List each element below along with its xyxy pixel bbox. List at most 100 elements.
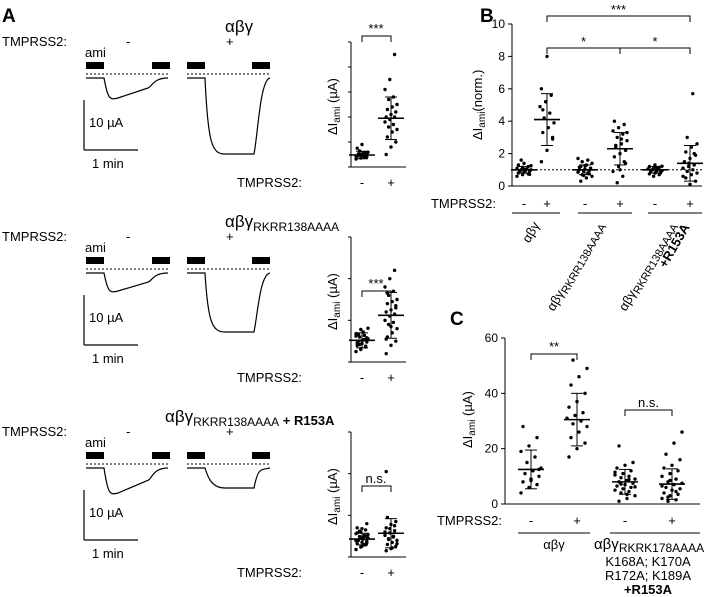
b-y-tick-label: 0 xyxy=(498,179,505,193)
c-significance-bracket xyxy=(624,409,673,416)
b-point xyxy=(538,104,542,109)
a2-point xyxy=(363,528,368,532)
ylabel-sub: ami xyxy=(332,107,343,123)
panel-b-letter: B xyxy=(480,6,494,27)
b-point xyxy=(692,151,696,156)
b-group-label: αβγ xyxy=(519,219,543,246)
b-xaxis-category: - xyxy=(653,196,657,211)
b-point xyxy=(577,165,582,170)
current-trace-tmprss2 xyxy=(187,77,271,155)
a0-point xyxy=(394,110,398,114)
y-axis-label: ΔIami (µA) xyxy=(325,273,343,330)
a1-point xyxy=(354,349,358,354)
ylabel-unit: (µA) xyxy=(325,468,340,496)
b-significance-label: * xyxy=(581,34,586,49)
a1-point xyxy=(388,276,392,281)
a2-point xyxy=(354,539,358,543)
a1-point xyxy=(389,343,393,348)
c-point xyxy=(527,485,531,490)
c-point xyxy=(660,484,664,488)
c-point xyxy=(664,485,668,490)
b-point xyxy=(579,179,583,183)
c-point xyxy=(617,444,621,448)
c-point xyxy=(535,435,539,440)
significance-bracket xyxy=(361,35,392,42)
c-point xyxy=(581,411,585,415)
b-point xyxy=(623,161,628,166)
c-point xyxy=(615,466,619,470)
a2-point xyxy=(363,534,368,538)
significance-bracket xyxy=(361,290,392,297)
b-point xyxy=(689,145,694,149)
panel-c-letter: C xyxy=(450,309,464,330)
a2-point xyxy=(365,541,369,545)
b-point xyxy=(684,150,688,154)
ami-application-bar xyxy=(252,452,270,459)
current-trace-tmprss2 xyxy=(187,467,271,489)
a0-point xyxy=(395,102,399,107)
a2-point xyxy=(354,547,358,552)
xaxis-tmprss2-label: TMPRSS2: xyxy=(237,565,302,580)
tmprss2-plus: + xyxy=(226,229,234,244)
a1-point xyxy=(395,326,399,331)
scale-time-label: 1 min xyxy=(92,156,124,171)
a0-point xyxy=(388,77,392,82)
c-point xyxy=(666,499,670,503)
b-point xyxy=(545,54,549,59)
b-significance-label: *** xyxy=(611,2,626,17)
b-point xyxy=(529,164,533,168)
a1-point xyxy=(383,285,387,289)
a1-point xyxy=(384,351,388,356)
c-point xyxy=(664,452,668,456)
a0-point xyxy=(386,97,391,102)
ylabel-unit: (µA) xyxy=(325,273,340,301)
c-point xyxy=(519,491,523,495)
b-point xyxy=(549,93,553,97)
c-point xyxy=(519,449,523,454)
c-point xyxy=(668,478,672,483)
a0-point xyxy=(394,140,398,144)
b-ylabel-main: ΔI xyxy=(470,128,485,140)
a1-point xyxy=(362,333,367,338)
b-significance-bracket xyxy=(619,47,691,54)
ylabel-main: ΔI xyxy=(325,513,340,525)
ami-label: ami xyxy=(85,45,106,60)
a0-point xyxy=(355,146,359,150)
c-point xyxy=(662,466,666,470)
c-point xyxy=(577,375,581,379)
b-point xyxy=(543,100,548,104)
c-point xyxy=(525,460,529,465)
y-axis-label: ΔIami (µA) xyxy=(325,78,343,135)
b-point xyxy=(539,160,544,164)
b-point xyxy=(615,181,619,185)
c-group2-sub: RKRK178AAAA xyxy=(619,541,704,555)
ylabel-unit: (µA) xyxy=(325,78,340,106)
c-point xyxy=(625,496,629,501)
c-point xyxy=(527,444,531,448)
a0-point xyxy=(365,155,369,159)
tmprss2-minus: - xyxy=(126,34,130,49)
scale-current-label: 10 µA xyxy=(89,310,124,325)
a0-point xyxy=(363,151,368,155)
b-point xyxy=(611,129,615,133)
c-xaxis-category: + xyxy=(573,513,581,528)
b-ylabel-sub: ami xyxy=(477,112,488,128)
c-point xyxy=(674,498,678,502)
b-significance-bracket xyxy=(546,15,691,22)
a2-point xyxy=(385,542,390,547)
a1-point xyxy=(384,310,388,314)
c-point xyxy=(660,496,664,501)
ylabel-sub: ami xyxy=(332,302,343,318)
a0-point xyxy=(385,107,390,112)
xaxis-minus: - xyxy=(360,565,364,580)
b-point xyxy=(580,160,584,164)
construct-extra: + R153A xyxy=(279,413,335,428)
c-y-tick-label: 20 xyxy=(485,442,499,456)
c-point xyxy=(617,499,621,503)
a2-point xyxy=(360,526,364,531)
ylabel-sub: ami xyxy=(332,497,343,513)
c-point xyxy=(666,495,670,499)
a1-point xyxy=(366,326,370,330)
